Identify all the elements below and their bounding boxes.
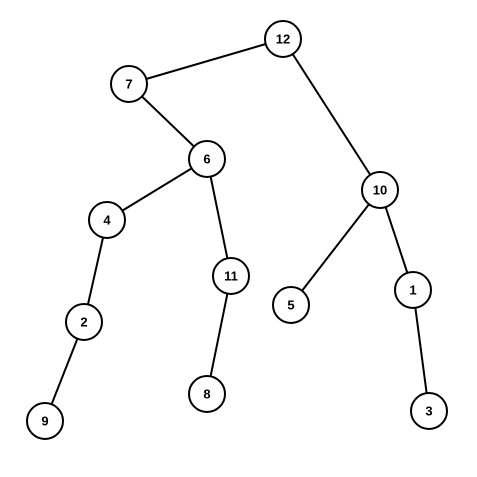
node-circle (188, 375, 226, 413)
node-circle (188, 140, 226, 178)
node-label: 6 (203, 152, 210, 167)
node-label: 11 (224, 269, 238, 284)
node-label: 7 (125, 77, 132, 92)
edge-1-3 (412, 289, 430, 412)
node-label: 1 (409, 283, 416, 298)
node-circle (264, 20, 302, 58)
tree-node-1: 1 (394, 271, 432, 309)
tree-node-8: 8 (188, 375, 226, 413)
node-label: 8 (203, 387, 210, 402)
node-circle (361, 171, 399, 209)
tree-node-5: 5 (272, 286, 310, 324)
node-circle (88, 201, 126, 239)
node-label: 12 (276, 32, 290, 47)
edge-12-10 (282, 38, 381, 191)
tree-node-7: 7 (110, 65, 148, 103)
node-circle (65, 303, 103, 341)
edge-6-4 (106, 158, 208, 221)
tree-node-11: 11 (212, 257, 250, 295)
node-circle (394, 271, 432, 309)
node-circle (212, 257, 250, 295)
node-circle (410, 392, 448, 430)
tree-node-9: 9 (26, 402, 64, 440)
node-label: 3 (425, 404, 432, 419)
tree-node-3: 3 (410, 392, 448, 430)
node-label: 10 (373, 183, 387, 198)
tree-node-4: 4 (88, 201, 126, 239)
node-label: 4 (103, 213, 111, 228)
node-label: 2 (80, 315, 87, 330)
node-label: 9 (41, 414, 48, 429)
edge-12-7 (128, 38, 284, 85)
edge-10-5 (290, 189, 381, 306)
edge-11-8 (206, 275, 232, 395)
tree-node-10: 10 (361, 171, 399, 209)
node-circle (110, 65, 148, 103)
edge-6-11 (206, 158, 232, 277)
tree-node-6: 6 (188, 140, 226, 178)
node-circle (26, 402, 64, 440)
tree-node-12: 12 (264, 20, 302, 58)
node-label: 5 (287, 298, 294, 313)
node-circle (272, 286, 310, 324)
tree-node-2: 2 (65, 303, 103, 341)
